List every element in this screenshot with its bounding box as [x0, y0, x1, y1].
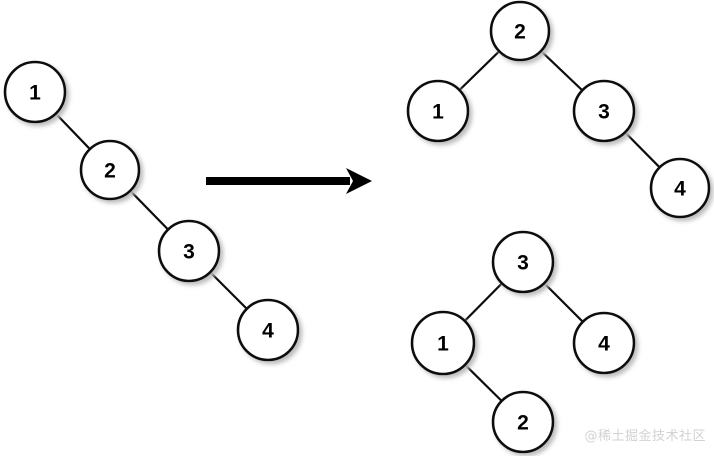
- tree-edge: [128, 188, 170, 232]
- tree-edges-unbalanced-tree: [54, 111, 249, 311]
- tree-node: 2: [79, 139, 141, 201]
- nodes-layer: 1 2 3 4 2 1 3 4 3 1 4 2: [3, 0, 711, 454]
- node-label: 4: [598, 333, 610, 356]
- node-circle: [572, 311, 636, 375]
- node-circle: [406, 79, 470, 143]
- node-label: 3: [598, 101, 610, 124]
- tree-edges-balanced-tree-b: [462, 281, 585, 403]
- node-circle: [649, 157, 711, 219]
- tree-edge: [462, 281, 504, 323]
- node-label: 3: [183, 241, 195, 264]
- node-circle: [157, 219, 221, 283]
- tree-node: 3: [572, 79, 636, 143]
- watermark-label: @稀土掘金技术社区: [584, 428, 706, 444]
- tree-node: 2: [489, 0, 551, 62]
- arrow-head-icon: [346, 168, 372, 194]
- tree-node: 1: [410, 310, 476, 376]
- node-label: 2: [104, 160, 116, 183]
- tree-node: 4: [236, 298, 300, 362]
- node-circle: [3, 60, 67, 124]
- watermark-layer: @稀土掘金技术社区: [584, 428, 706, 444]
- tree-node: 3: [157, 219, 221, 283]
- tree-nodes-balanced-tree-a: 2 1 3 4: [406, 0, 711, 219]
- tree-edge: [623, 130, 662, 170]
- node-circle: [236, 298, 300, 362]
- tree-edge: [539, 49, 585, 93]
- node-label: 1: [437, 333, 449, 356]
- tree-node: 4: [649, 157, 711, 219]
- node-label: 4: [262, 320, 274, 343]
- arrow-layer: [206, 168, 372, 194]
- node-circle: [410, 310, 476, 376]
- edges-layer: [54, 49, 662, 403]
- tree-edges-balanced-tree-a: [457, 49, 662, 170]
- node-label: 1: [432, 101, 444, 124]
- node-circle: [489, 0, 551, 62]
- tree-node: 3: [491, 230, 555, 294]
- node-label: 4: [674, 178, 686, 201]
- node-label: 2: [517, 412, 529, 435]
- tree-edge: [463, 362, 504, 403]
- tree-edge: [54, 111, 92, 151]
- tree-nodes-balanced-tree-b: 3 1 4 2: [410, 230, 636, 454]
- tree-edge: [208, 270, 249, 311]
- node-label: 1: [29, 82, 41, 105]
- node-label: 2: [514, 21, 526, 44]
- tree-edge: [457, 49, 502, 92]
- tree-node: 1: [3, 60, 67, 124]
- node-circle: [491, 390, 555, 454]
- tree-node: 2: [491, 390, 555, 454]
- tree-nodes-unbalanced-tree: 1 2 3 4: [3, 60, 300, 362]
- tree-node: 4: [572, 311, 636, 375]
- tree-edge: [542, 281, 585, 324]
- tree-node: 1: [406, 79, 470, 143]
- node-circle: [572, 79, 636, 143]
- node-circle: [491, 230, 555, 294]
- node-label: 3: [517, 252, 529, 275]
- node-circle: [79, 139, 141, 201]
